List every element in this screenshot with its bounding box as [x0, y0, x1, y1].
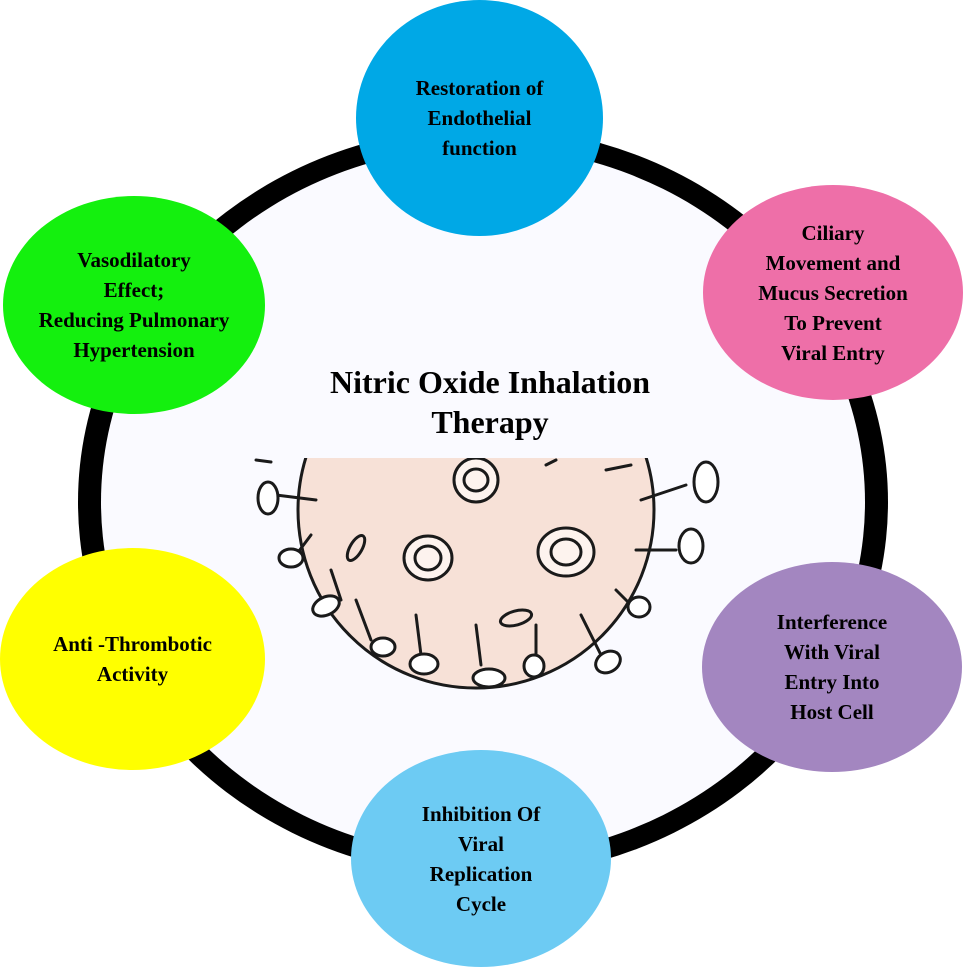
virus-icon — [254, 458, 720, 690]
node-interference-viral-entry: Interference With Viral Entry Into Host … — [702, 562, 962, 772]
virus-body — [296, 458, 656, 690]
node-label: Inhibition Of Viral Replication Cycle — [421, 801, 541, 916]
node-inhibition-viral-replication: Inhibition Of Viral Replication Cycle — [351, 750, 611, 967]
node-label: Vasodilatory Effect; Reducing Pulmonary … — [38, 248, 230, 362]
node-anti-thrombotic-activity: Anti -Thrombotic Activity — [0, 548, 265, 770]
virus-receptors — [345, 458, 596, 628]
node-label: Interference With Viral Entry Into Host … — [776, 610, 888, 724]
node-label: Restoration of Endothelial function — [415, 76, 544, 160]
diagram-title: Nitric Oxide Inhalation Therapy — [329, 364, 650, 440]
node-restoration-endothelial-function: Restoration of Endothelial function — [356, 0, 603, 236]
node-label: Anti -Thrombotic Activity — [53, 632, 212, 686]
node-vasodilatory-effect: Vasodilatory Effect; Reducing Pulmonary … — [3, 196, 265, 414]
virus-spikes — [254, 458, 720, 689]
node-label: Ciliary Movement and Mucus Secretion To … — [758, 220, 908, 365]
node-ciliary-movement-mucus-secretion: Ciliary Movement and Mucus Secretion To … — [703, 185, 963, 400]
